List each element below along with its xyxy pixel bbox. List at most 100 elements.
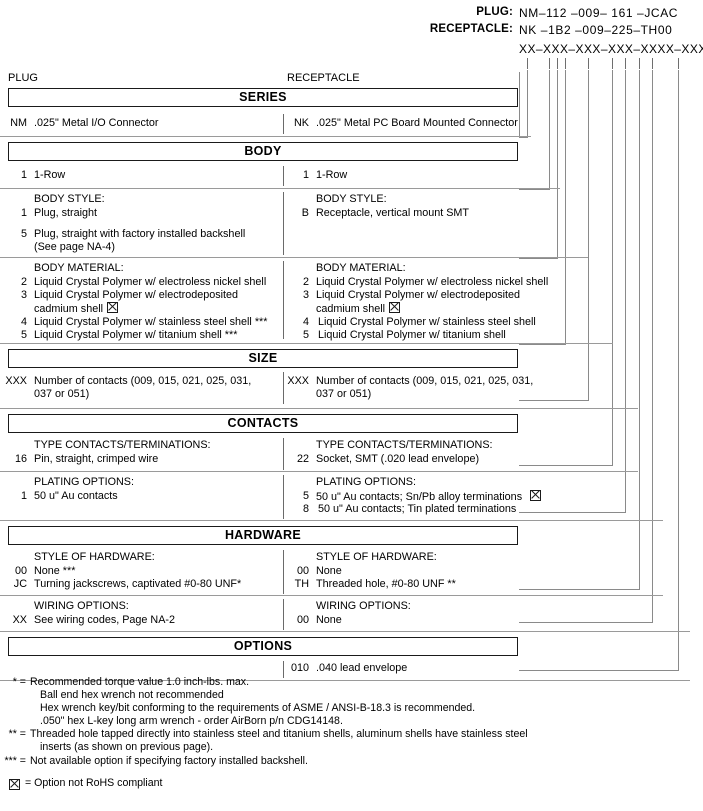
footnote-marker: * = [12,676,26,688]
receptacle-subheading: WIRING OPTIONS: [316,600,411,612]
receptacle-description: Liquid Crystal Polymer w/ electroless ni… [316,276,549,288]
receptacle-description: Socket, SMT (.020 lead envelope) [316,453,480,465]
footnote-marker: *** = [4,755,27,767]
plug-description: Liquid Crystal Polymer w/ stainless stee… [34,316,268,328]
plug-pn-label: PLUG: [476,6,513,18]
plug-subheading: PLATING OPTIONS: [34,476,134,488]
leader-elbow-series [519,137,528,138]
receptacle-code: 2 [302,276,309,288]
section-rule [0,595,663,596]
leader-tick [527,58,528,69]
receptacle-code: 4 [302,316,309,328]
section-header-series: SERIES [8,88,518,107]
leader-elbow-plating [519,512,626,513]
receptacle-subheading: STYLE OF HARDWARE: [316,551,437,563]
receptacle-code: 8 [302,503,309,515]
row-divider [283,192,284,255]
leader-line-wiring [652,70,653,622]
section-rule [0,408,638,409]
receptacle-code: 5 [302,490,309,502]
leader-elbow-contacts [519,465,613,466]
footnote-line: inserts (as shown on previous page). [40,741,214,753]
receptacle-description: Receptacle, vertical mount SMT [316,207,470,219]
part-number-header: PLUG: NM–112 –009– 161 –JCAC RECEPTACLE:… [0,6,703,72]
leader-line-options [678,70,679,670]
receptacle-description: .025" Metal PC Board Mounted Connector [316,117,518,129]
leader-line-hardware [639,70,640,589]
row-divider [283,114,284,134]
plug-pn-label-wrap: PLUG: [400,6,513,22]
plug-code: NM [10,117,27,129]
plug-description-cont: (See page NA-4) [34,241,116,253]
plug-subheading: BODY MATERIAL: [34,262,124,274]
leader-elbow-hardware [519,589,640,590]
plug-code: 5 [20,329,27,341]
receptacle-subheading: PLATING OPTIONS: [316,476,416,488]
section-rule [0,343,613,344]
plug-subheading: TYPE CONTACTS/TERMINATIONS: [34,439,211,451]
row-divider [283,438,284,470]
receptacle-description: None [316,565,342,577]
section-header-size: SIZE [8,349,518,368]
leader-line-body [549,70,550,189]
section-rule [0,520,663,521]
leader-line-size [588,70,589,400]
receptacle-code: 00 [296,614,309,626]
leader-tick [557,58,558,69]
receptacle-code: 22 [296,453,309,465]
plug-description: None *** [34,565,76,577]
footnote-line: Not available option if specifying facto… [30,755,308,767]
plug-code: 16 [14,453,27,465]
receptacle-subheading: BODY STYLE: [316,193,387,205]
plug-pn-value: NM–112 –009– 161 –JCAC [519,6,679,20]
plug-description: Turning jackscrews, captivated #0-80 UNF… [34,578,242,590]
plug-code: XXX [5,375,27,387]
footnote-line: = Option not RoHS compliant [25,777,163,789]
plug-description-cont: 037 or 051) [34,388,90,400]
leader-elbow-options [519,670,679,671]
receptacle-description: Liquid Crystal Polymer w/ electrodeposit… [316,289,521,301]
receptacle-description: Liquid Crystal Polymer w/ titanium shell [318,329,506,341]
section-header-hardware: HARDWARE [8,526,518,545]
leader-elbow-body-style [519,258,558,259]
receptacle-description: Number of contacts (009, 015, 021, 025, … [316,375,534,387]
receptacle-code: 010 [290,662,309,674]
section-rule [0,257,588,258]
plug-code: 3 [20,289,27,301]
row-divider [283,661,284,678]
rohs-noncompliant-icon [107,302,119,313]
rohs-noncompliant-icon [9,779,20,790]
footnote-line: Ball end hex wrench not recommended [40,689,224,701]
receptacle-description-text: cadmium shell [316,303,386,315]
leader-edge-series [519,72,520,137]
leader-tick [549,58,550,69]
receptacle-code: TH [294,578,309,590]
plug-description: Liquid Crystal Polymer w/ titanium shell… [34,329,238,341]
receptacle-code: 00 [296,565,309,577]
footnote-marker: ** = [8,728,26,740]
receptacle-code: 5 [302,329,309,341]
plug-code: 1 [20,490,27,502]
receptacle-pn-value: NK –1B2 –009–225–TH00 [519,23,673,37]
leader-tick [678,58,679,69]
receptacle-description: Liquid Crystal Polymer w/ stainless stee… [318,316,536,328]
column-header-receptacle: RECEPTACLE [287,72,360,84]
section-rule [0,136,531,137]
leader-elbow-body [519,189,550,190]
leader-elbow-body-material [519,344,566,345]
plug-description-text: cadmium shell [34,303,104,315]
plug-description: Liquid Crystal Polymer w/ electroless ni… [34,276,267,288]
receptacle-description: 50 u" Au contacts; Tin plated terminatio… [318,503,517,515]
plug-description: 1-Row [34,169,66,181]
plug-code: 1 [20,207,27,219]
leader-tick [625,58,626,69]
plug-code: XX [12,614,27,626]
leader-elbow-size [519,400,589,401]
receptacle-subheading: BODY MATERIAL: [316,262,406,274]
leader-elbow-wiring [519,622,653,623]
receptacle-code: XXX [287,375,309,387]
section-header-options: OPTIONS [8,637,518,656]
row-divider [283,372,284,404]
plug-description: Plug, straight with factory installed ba… [34,228,246,240]
leader-line-plating [625,70,626,512]
